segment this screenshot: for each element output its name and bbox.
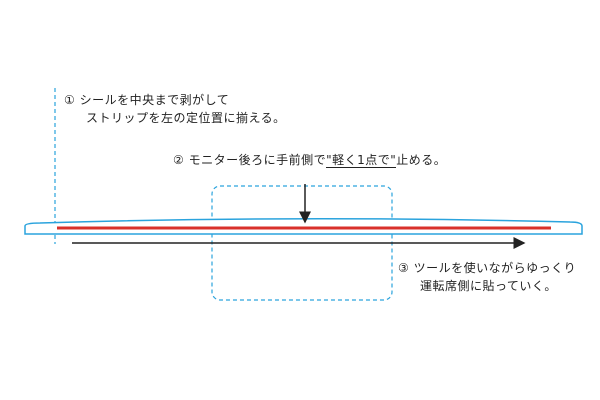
step1-line2: ストリップを左の定位置に揃える。 — [86, 111, 286, 125]
step2-suffix: 止める。 — [396, 153, 447, 167]
step2-prefix: ② モニター後ろに手前側で — [173, 153, 327, 167]
step1-line1: ① シールを中央まで剥がして — [64, 93, 230, 107]
step2-emphasis: "軽く1点で" — [326, 153, 397, 168]
step3-line1: ③ ツールを使いながらゆっくり — [398, 261, 577, 275]
strip-outline — [24, 217, 583, 235]
step3-line2: 運転席側に貼っていく。 — [420, 279, 557, 293]
step2-text: ② モニター後ろに手前側で"軽く1点で"止める。 — [173, 152, 446, 168]
